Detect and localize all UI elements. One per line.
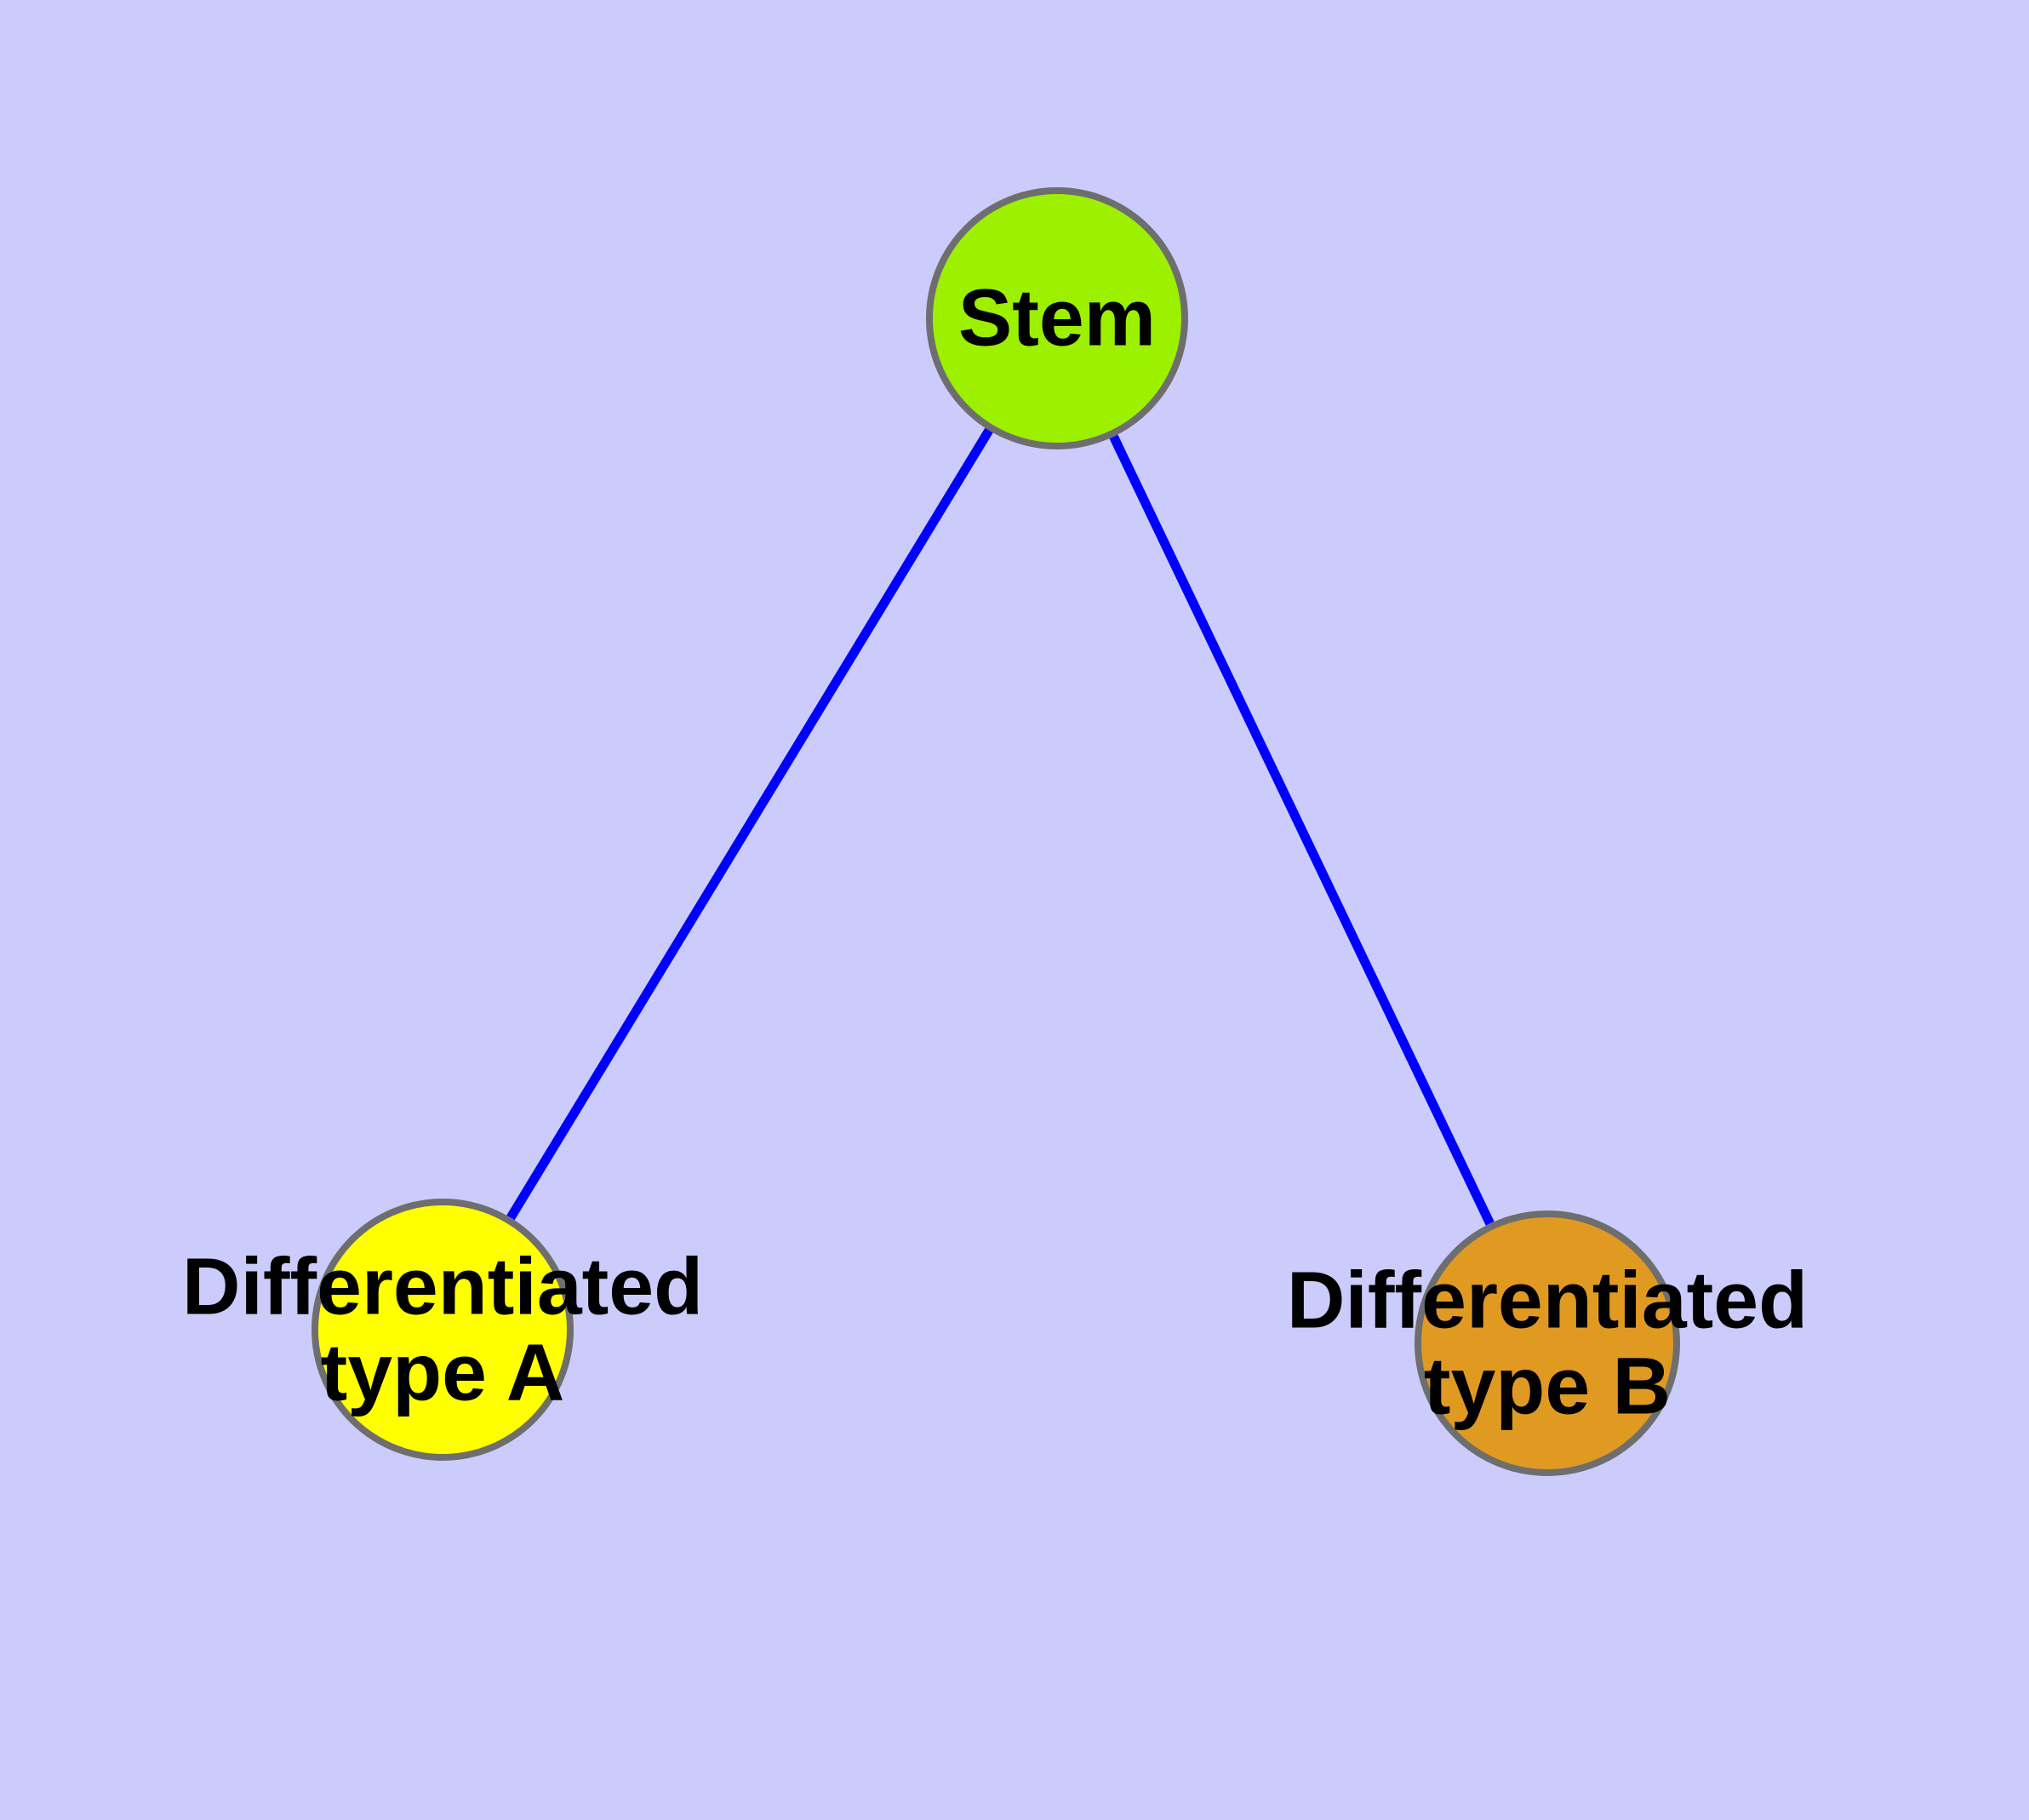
- graph-node-diff_a[interactable]: [311, 1199, 574, 1461]
- graph-node-diff_b[interactable]: [1415, 1210, 1680, 1476]
- graph-edge[interactable]: [438, 316, 1061, 1332]
- graph-node-stem[interactable]: [926, 187, 1188, 449]
- node-layer: [311, 187, 1680, 1476]
- edge-layer: [438, 316, 1552, 1346]
- graph-edge[interactable]: [1053, 316, 1552, 1346]
